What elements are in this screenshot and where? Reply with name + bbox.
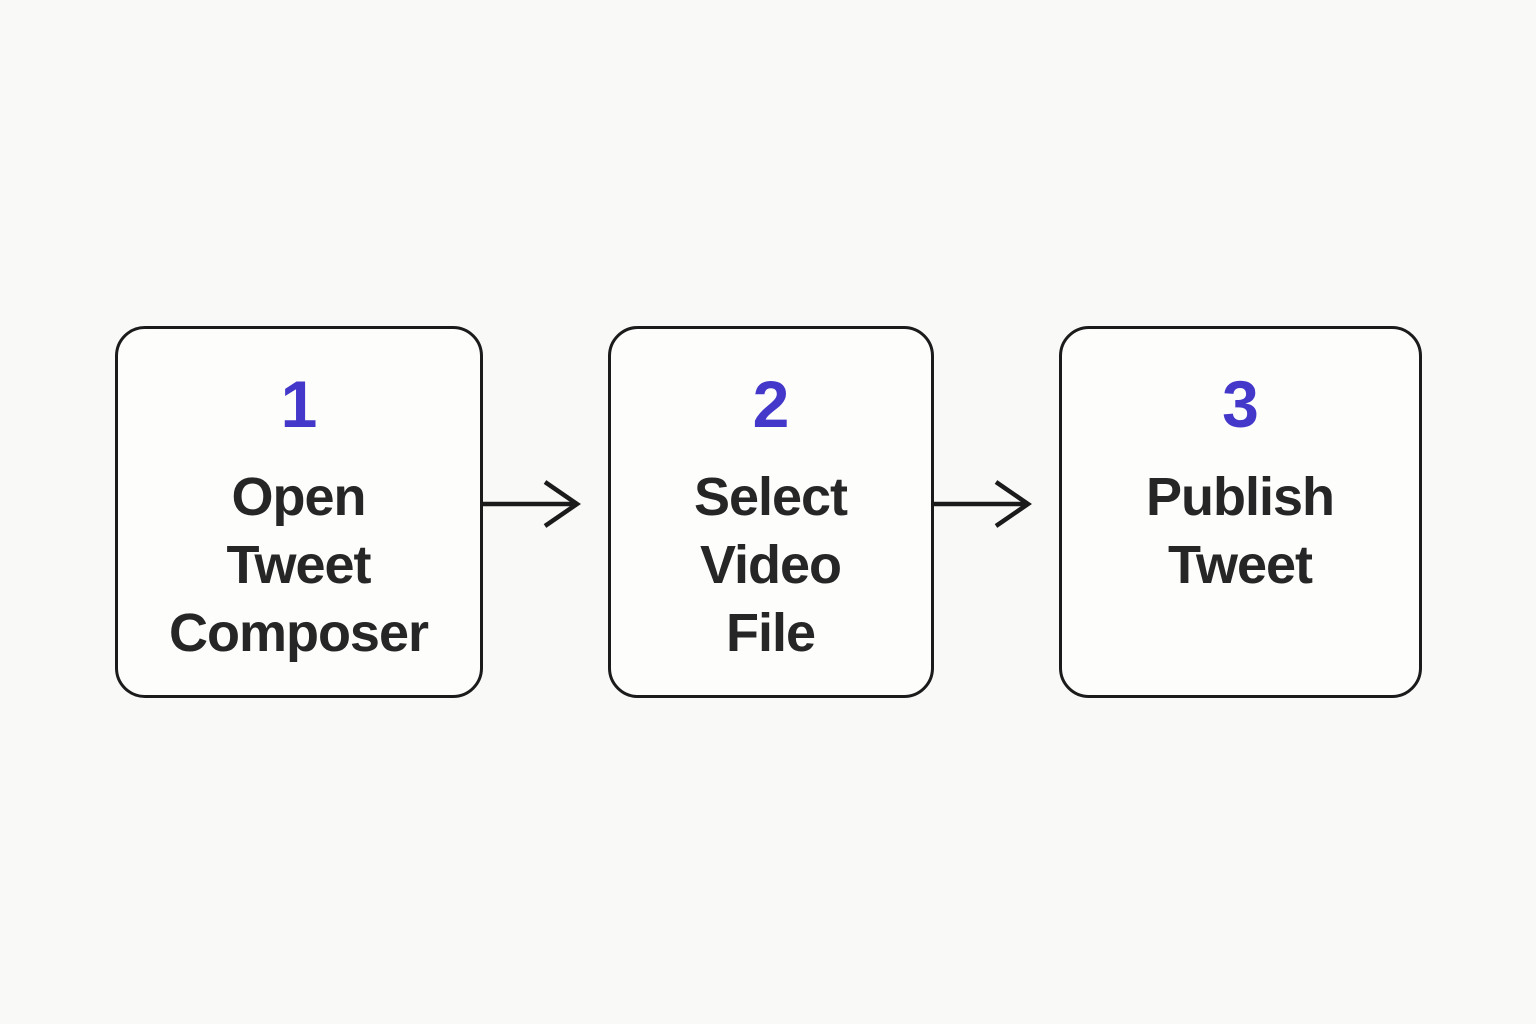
step-number: 2 (752, 367, 790, 441)
step-label: Publish Tweet (1145, 463, 1335, 599)
step-label-line: Select (693, 467, 848, 527)
right-arrow-icon (482, 476, 608, 532)
step-label: Open Tweet Composer (168, 463, 429, 667)
step-card-3: 3 Publish Tweet (1058, 326, 1422, 698)
step-label-line: Open (231, 467, 366, 527)
step-number: 1 (280, 367, 318, 441)
right-arrow-icon (933, 476, 1059, 532)
step-label-line: Tweet (1167, 535, 1313, 595)
step-number: 3 (1222, 367, 1259, 441)
step-card-2: 2 Select Video File (607, 326, 934, 698)
step-card-1: 1 Open Tweet Composer (114, 326, 483, 698)
step-label: Select Video File (693, 463, 848, 667)
step-label-line: Composer (168, 603, 429, 663)
flow-row: 1 Open Tweet Composer 2 Select Video Fil… (114, 326, 1422, 698)
step-label-line: Tweet (226, 535, 371, 595)
step-label-line: Video (699, 535, 842, 595)
step-label-line: File (725, 603, 816, 663)
step-label-line: Publish (1145, 467, 1335, 527)
